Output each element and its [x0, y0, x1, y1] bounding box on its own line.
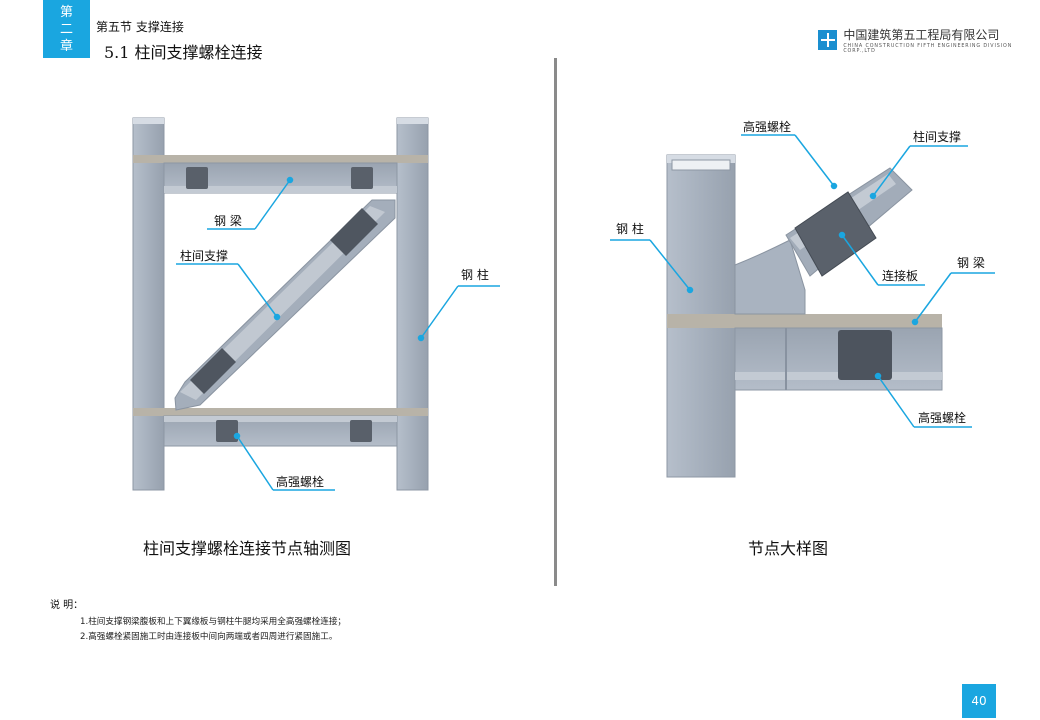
vertical-divider: [554, 58, 557, 586]
label-steel-beam-left: 钢 梁: [214, 214, 242, 228]
chapter-tab: 第 二 章: [43, 0, 90, 58]
subsection-title: 5.1 柱间支撑螺栓连接: [104, 43, 263, 62]
label-bracing-right: 柱间支撑: [913, 130, 962, 144]
label-bolts-top-right: 高强螺栓: [743, 120, 792, 134]
section-label: 第五节 支撑连接: [96, 20, 184, 34]
label-steel-column-right: 钢 柱: [616, 222, 644, 236]
label-bolts-bottom-right: 高强螺栓: [918, 411, 967, 425]
caption-right: 节点大样图: [748, 539, 829, 558]
notes-heading: 说 明：: [50, 600, 84, 611]
chapter-char-1: 第: [59, 4, 73, 20]
company-name-en: CHINA CONSTRUCTION FIFTH ENGINEERING DIV…: [843, 44, 1013, 54]
company-logo-icon: [818, 30, 838, 50]
chapter-char-2: 二: [59, 21, 73, 37]
right-node-drawing: [666, 154, 943, 478]
label-bracing-left: 柱间支撑: [180, 249, 229, 263]
note-item-1: 1.柱间支撑钢梁腹板和上下翼缘板与钢柱牛腿均采用全高强螺栓连接；: [80, 617, 347, 627]
chapter-char-3: 章: [59, 38, 73, 54]
label-connection-plate: 连接板: [882, 269, 919, 283]
label-bolts-left: 高强螺栓: [276, 475, 325, 489]
company-name-cn: 中国建筑第五工程局有限公司: [843, 28, 1000, 42]
right-leader-lines: [610, 134, 995, 428]
page-number: 40: [962, 684, 996, 718]
left-leader-lines: [176, 176, 500, 491]
note-item-2: 2.高强螺栓紧固施工时由连接板中间向两端或者四周进行紧固施工。: [80, 632, 338, 642]
caption-left: 柱间支撑螺栓连接节点轴测图: [143, 539, 352, 558]
label-steel-column-left: 钢 柱: [461, 268, 489, 282]
label-steel-beam-right: 钢 梁: [957, 256, 985, 270]
left-frame-drawing: [132, 117, 429, 491]
company-logo: 中国建筑第五工程局有限公司 CHINA CONSTRUCTION FIFTH E…: [818, 26, 1040, 54]
